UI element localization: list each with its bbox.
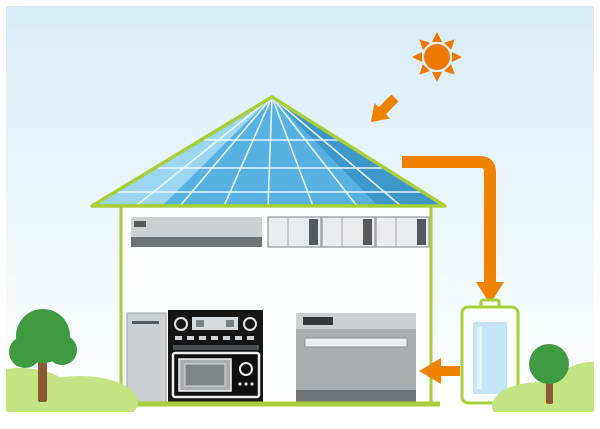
window-pane <box>375 216 430 248</box>
tree-right <box>529 344 569 404</box>
house <box>112 204 440 407</box>
button-row <box>175 336 254 340</box>
microwave-oven <box>171 351 261 399</box>
window-pane <box>321 216 376 248</box>
tree-left <box>9 309 77 402</box>
solar-panel-roof <box>90 95 447 208</box>
handle-slot <box>304 337 408 348</box>
bush-right <box>492 362 594 412</box>
control-panel <box>303 317 333 325</box>
battery-to-house-arrow-icon <box>419 358 460 384</box>
window-pane <box>267 216 322 248</box>
knob-icon <box>174 317 188 331</box>
sun-icon <box>412 32 462 82</box>
range-hood <box>131 217 262 247</box>
second-floor-windows <box>267 216 430 248</box>
black-appliance-stack <box>168 310 263 403</box>
sunlight-arrow-icon <box>370 94 399 123</box>
bush-left <box>6 368 138 412</box>
dishwasher <box>296 313 416 403</box>
storage-battery <box>460 298 520 405</box>
roof-to-battery-arrow-icon <box>402 156 504 304</box>
dial-icon <box>239 362 253 376</box>
refrigerator <box>126 312 167 404</box>
knob-icon <box>243 317 257 331</box>
